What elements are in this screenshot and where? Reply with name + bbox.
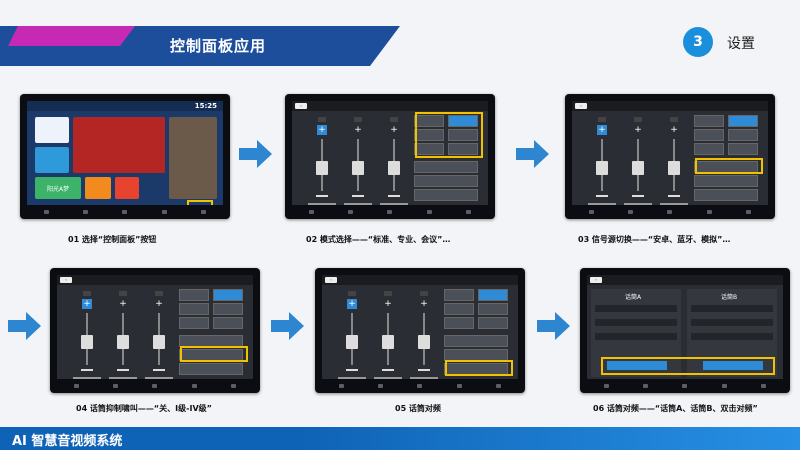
pair-highlight [601, 357, 775, 375]
photo-banner [73, 117, 165, 173]
back-button[interactable]: ‹ [575, 103, 587, 109]
game-tile[interactable] [35, 177, 81, 199]
device-screenshot-2: ‹ + + + [285, 94, 495, 219]
video-app-tile[interactable] [35, 117, 69, 143]
control-panel-highlight [187, 200, 213, 205]
shop-tile[interactable] [115, 177, 139, 199]
mic-b-label: 话筒B [721, 294, 738, 301]
tv-home-screen: 15:25 阳光A梦 [27, 101, 223, 205]
banner-shape [0, 26, 400, 66]
nav-bar [27, 207, 223, 216]
back-button[interactable]: ‹ [295, 103, 307, 109]
feedback-highlight [180, 346, 248, 362]
poster-tile [169, 117, 217, 199]
device-screenshot-5: ‹ + + + [315, 268, 525, 393]
step-label: 设置 [727, 36, 755, 52]
arrow-icon [271, 312, 304, 340]
clock-text: 15:25 [194, 102, 217, 110]
step-caption-3: 03 信号源切换——“安卓、蓝牙、模拟”… [578, 235, 731, 244]
step-caption-6: 06 话筒对频——“话筒A、话筒B、双击对频” [593, 404, 758, 413]
step-number-badge: 3 [683, 27, 713, 57]
device-screenshot-4: ‹ + + + [50, 268, 260, 393]
step-caption-5: 05 话筒对频 [395, 404, 441, 413]
control-panel-screen: ‹ + + + [292, 101, 488, 205]
arrow-icon [239, 140, 272, 168]
step-caption-1: 01 选择“控制面板”按钮 [68, 235, 157, 244]
tv-app-tile[interactable] [35, 147, 69, 173]
arrow-icon [537, 312, 570, 340]
slider-knob[interactable] [316, 161, 328, 175]
footer-title: AI 智慧音视频系统 [12, 434, 123, 449]
slider-knob[interactable] [352, 161, 364, 175]
device-screenshot-1: 15:25 阳光A梦 [20, 94, 230, 219]
step-caption-2: 02 模式选择——“标准、专业、会议”… [306, 235, 451, 244]
page-title: 控制面板应用 [170, 37, 267, 55]
mic-pairing-screen: ‹ 话筒A 话筒B [587, 275, 783, 379]
arrow-icon [516, 140, 549, 168]
source-highlight [695, 158, 763, 174]
mic-a-label: 话筒A [625, 294, 642, 301]
control-panel-screen: ‹ + + + [57, 275, 253, 379]
arrow-icon [8, 312, 41, 340]
device-screenshot-3: ‹ + + + [565, 94, 775, 219]
slider-knob[interactable] [388, 161, 400, 175]
folder-tile[interactable] [85, 177, 111, 199]
mode-highlight [415, 112, 483, 158]
title-banner: 控制面板应用 [0, 26, 400, 66]
pair-mic-b-button[interactable] [703, 361, 763, 370]
pairing-highlight [445, 360, 513, 376]
device-screenshot-6: ‹ 话筒A 话筒B [580, 268, 790, 393]
pair-mic-a-button[interactable] [607, 361, 667, 370]
control-panel-screen: ‹ + + + [572, 101, 768, 205]
step-caption-4: 04 话筒抑制啸叫——“关、I级-IV级” [76, 404, 212, 413]
control-panel-screen: ‹ + + + [322, 275, 518, 379]
footer-bar: AI 智慧音视频系统 [0, 427, 800, 450]
tile-label: 阳光A梦 [47, 186, 70, 193]
